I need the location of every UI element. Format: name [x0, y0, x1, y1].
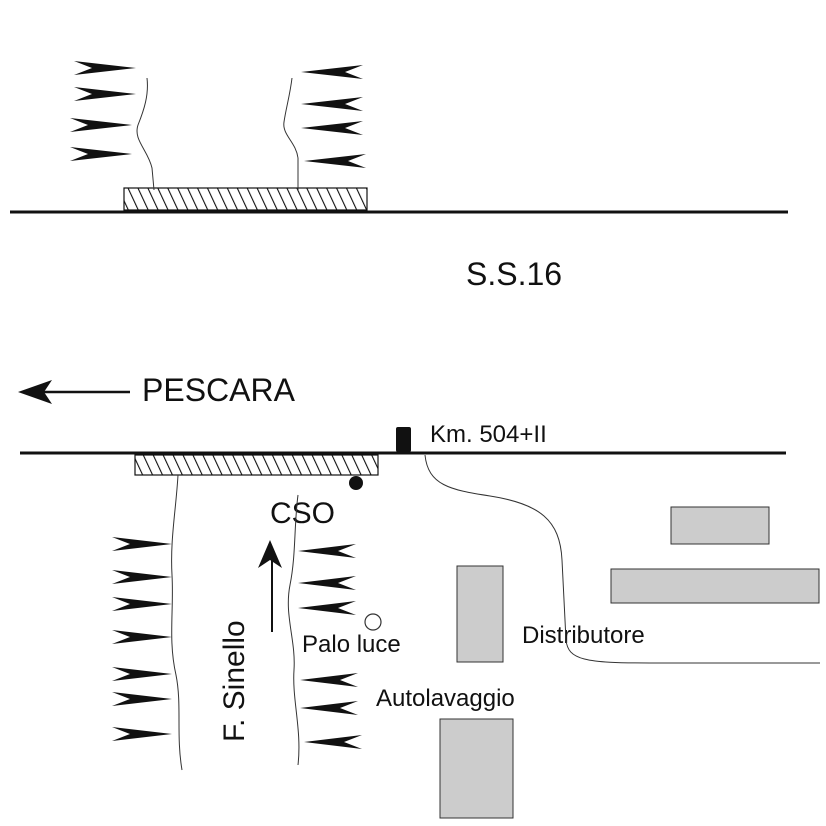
pescara-arrow: [18, 380, 130, 404]
bottom-bridge-hatch: [134, 454, 379, 476]
top-river-bank-right: [283, 77, 299, 190]
gas-station-label: Distributore: [522, 622, 645, 649]
road-name-label: S.S.16: [466, 256, 562, 292]
river-label: F. Sinello: [218, 620, 251, 742]
building-right-small: [670, 506, 770, 545]
side-road-curve: [424, 454, 820, 664]
building-right-long: [610, 568, 820, 604]
car-wash-label: Autolavaggio: [376, 685, 515, 712]
top-vegetation-left: [70, 61, 136, 161]
km-marker-label: Km. 504+II: [430, 421, 547, 448]
bottom-river-bank-right: [287, 494, 300, 766]
top-bridge-hatch: [123, 187, 368, 211]
building-center-tall: [456, 565, 504, 663]
km-marker-post: [396, 427, 411, 452]
flow-direction-arrow: [258, 540, 282, 632]
bottom-vegetation-right: [298, 544, 362, 749]
direction-label: PESCARA: [142, 372, 296, 408]
bottom-river-bank-left: [171, 474, 183, 771]
bottom-vegetation-left: [112, 537, 172, 741]
light-pole-marker: [364, 613, 382, 631]
light-pole-label: Palo luce: [302, 631, 401, 658]
cso-point: [349, 476, 363, 490]
top-river-bank-left: [136, 77, 155, 191]
building-car-wash: [439, 718, 514, 819]
top-vegetation-right: [301, 65, 366, 168]
cso-label: CSO: [270, 497, 335, 530]
